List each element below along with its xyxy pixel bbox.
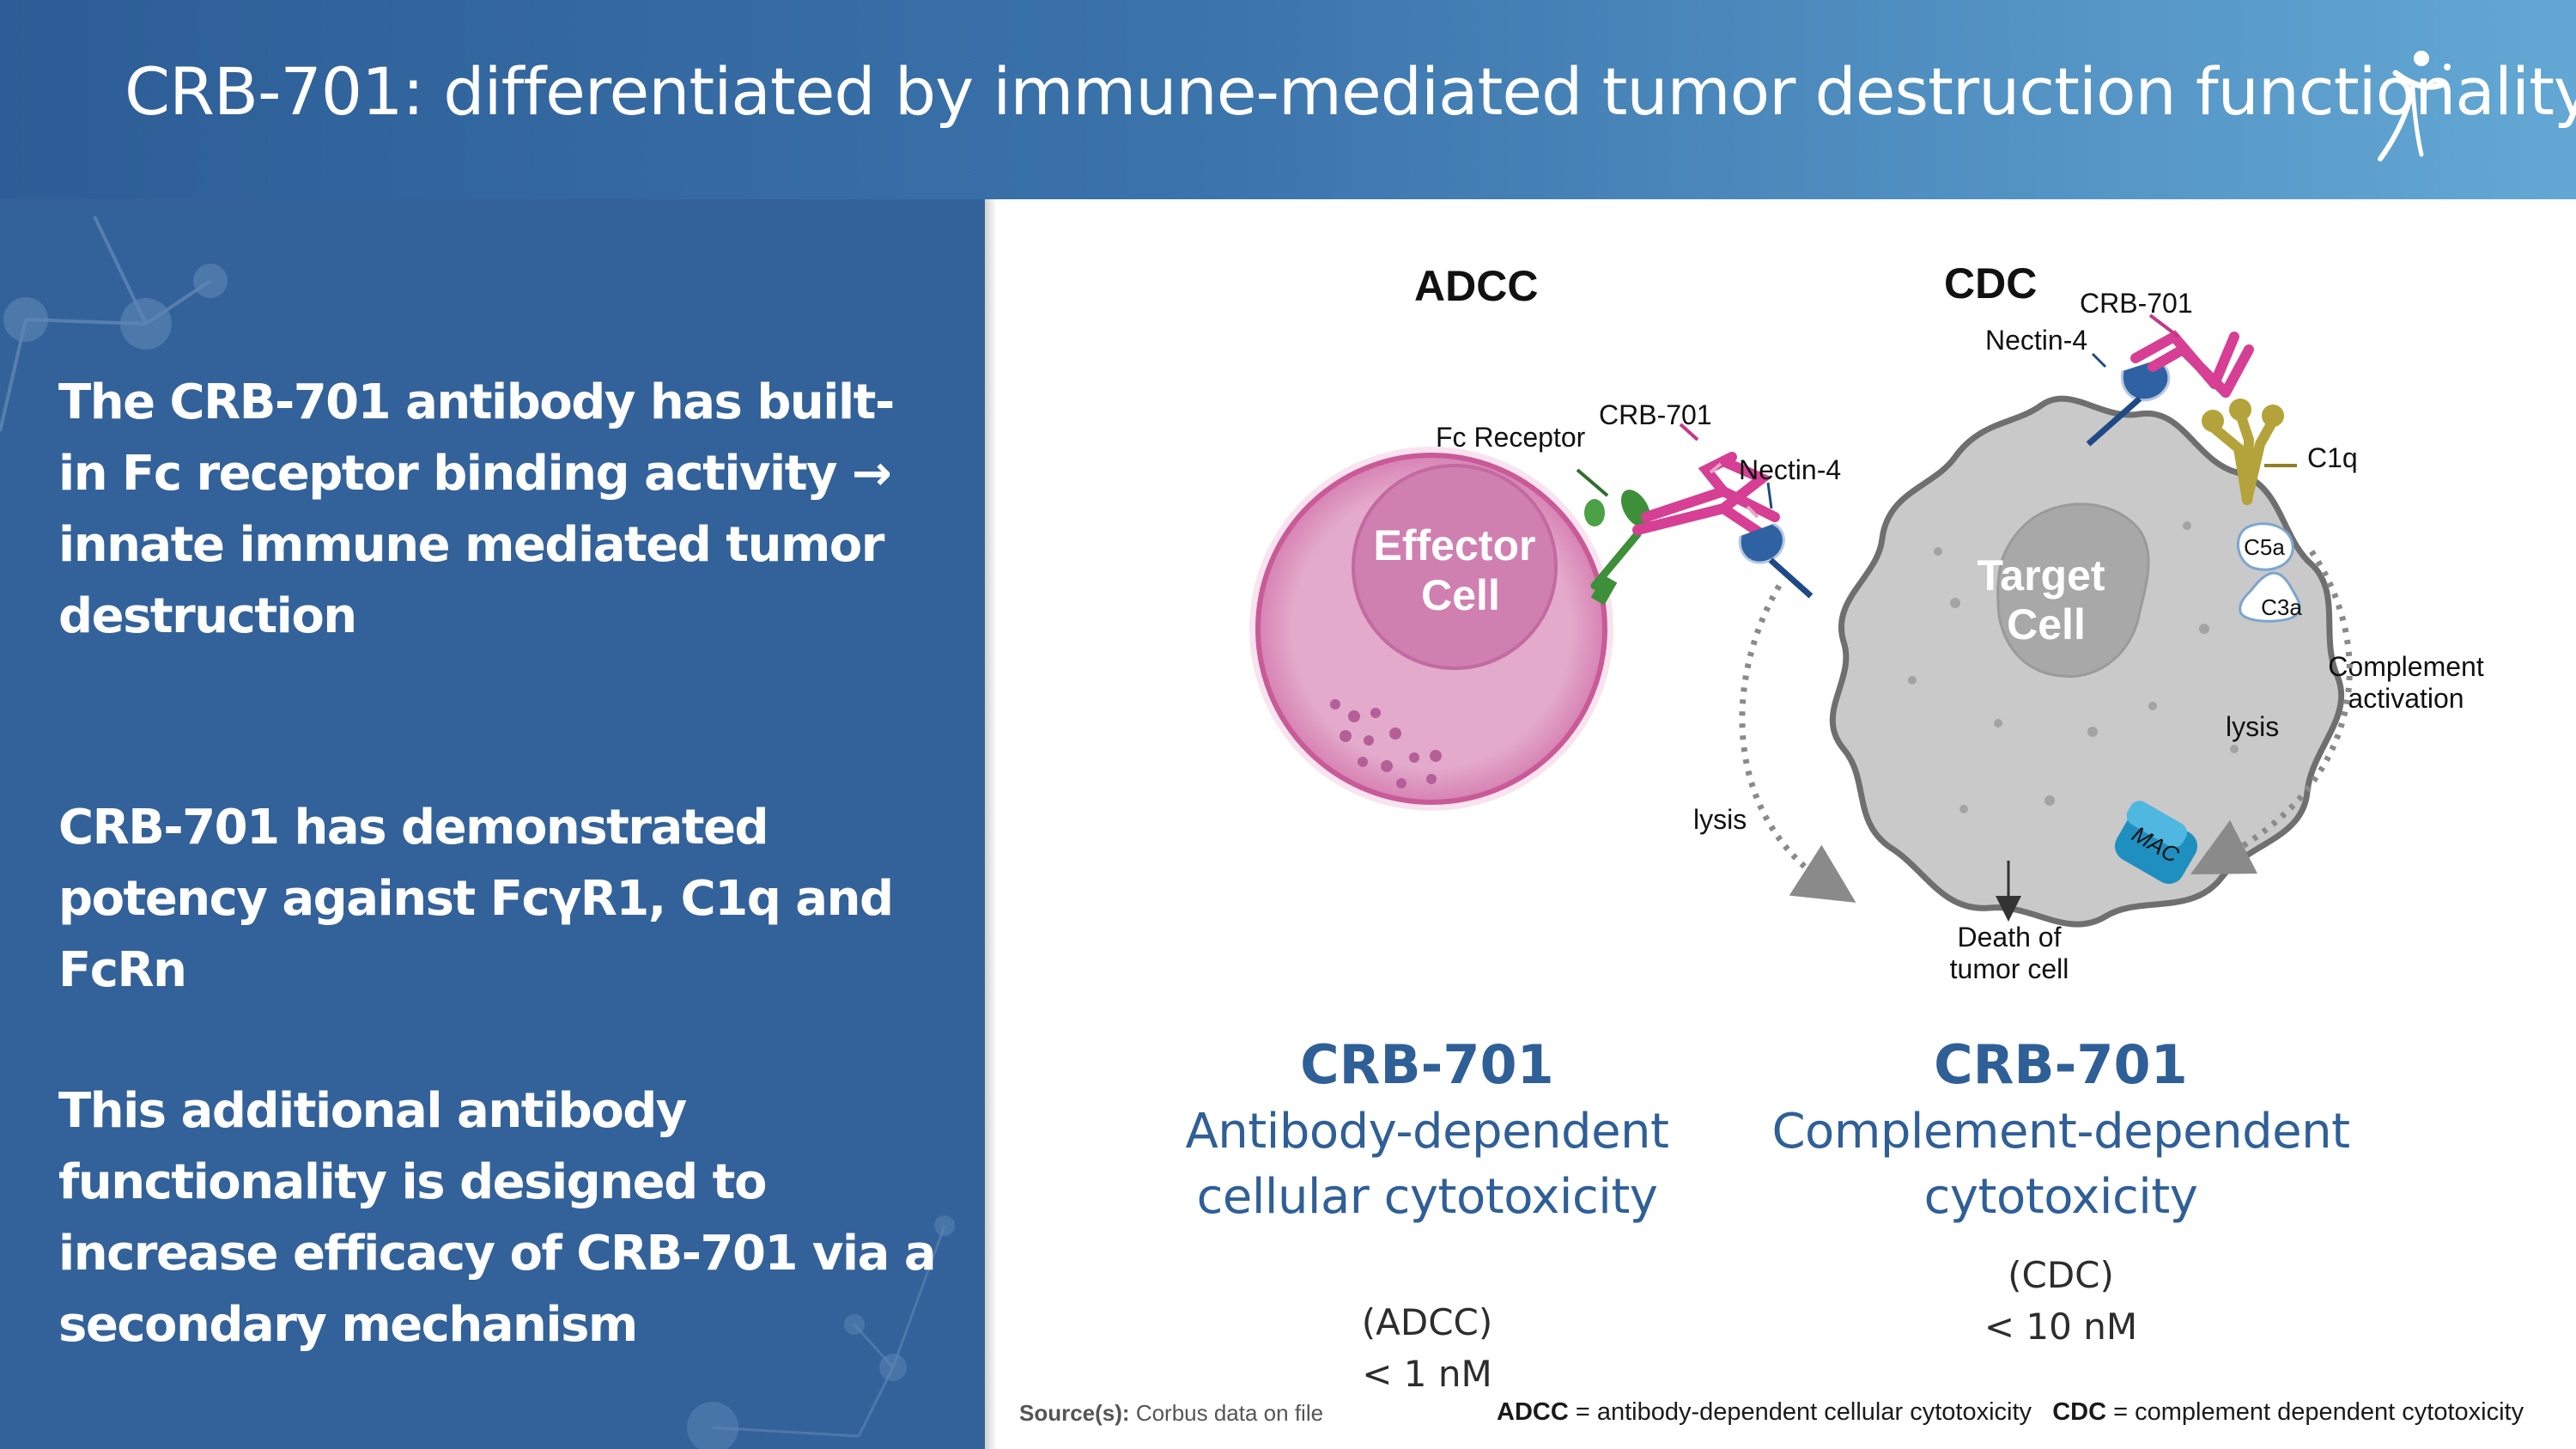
molecule-pattern-icon [0, 216, 955, 1449]
complement-activation-label-1: Complement [2328, 651, 2484, 682]
adcc-value: < 1 nM [1362, 1353, 1492, 1395]
adcc-caption-name: CRB-701 [1300, 1033, 1554, 1096]
adcc-value-block: (ADCC) < 1 nM [1290, 1297, 1564, 1400]
adcc-abbr: (ADCC) [1361, 1301, 1493, 1343]
cdc-caption-desc-1: Complement-dependent [1771, 1104, 2350, 1160]
cdc-value-block: (CDC) < 10 nM [1923, 1250, 2198, 1353]
c1q-label: C1q [2307, 442, 2358, 473]
adcc-caption: CRB-701 Antibody-dependent cellular cyto… [1161, 1031, 1693, 1230]
nectin4-left-icon [1738, 522, 1814, 599]
mac-icon [2114, 801, 2198, 884]
adcc-abbr-term: ADCC [1497, 1398, 1569, 1426]
fc-receptor-icon [1584, 490, 1651, 606]
source-label: Source(s): [1019, 1400, 1130, 1426]
c3a-icon [2239, 571, 2301, 623]
antibody-right-icon [2130, 330, 2254, 398]
effector-cell [1249, 447, 1613, 811]
fc-receptor-label: Fc Receptor [1436, 422, 1586, 453]
mechanism-diagram: ADCC CDC Effector Cell Target Cell [1249, 259, 2484, 984]
cdc-abbr: (CDC) [2008, 1254, 2114, 1296]
cdc-heading: CDC [1944, 259, 2037, 307]
complement-activation-label-2: activation [2348, 683, 2464, 714]
c5a-icon [2237, 522, 2294, 571]
lysis-arrow-left [1739, 584, 1856, 903]
lysis-arrow-right [2190, 550, 2353, 875]
cdc-abbr-term: CDC [2052, 1398, 2107, 1426]
death-label-2: tumor cell [1950, 953, 2069, 984]
target-cell-label-1: Target [1977, 551, 2105, 600]
page-title: CRB-701: differentiated by immune-mediat… [125, 53, 2576, 130]
antibody-left-icon [1632, 452, 1780, 539]
panel-divider-shadow [985, 199, 997, 1449]
bullet-efficacy: This additional antibody functionality i… [58, 1083, 937, 1353]
crb701-left-label: CRB-701 [1599, 399, 1712, 430]
company-logo-icon [2378, 51, 2451, 161]
abbreviations-note: ADCC = antibody-dependent cellular cytot… [1497, 1398, 2524, 1427]
cdc-value: < 10 nM [1984, 1306, 2138, 1348]
granules-icon [1330, 699, 1442, 788]
cdc-caption-desc-2: cytotoxicity [1923, 1169, 2198, 1225]
nectin4-right-label: Nectin-4 [1985, 325, 2087, 356]
c1q-icon [2202, 399, 2284, 505]
header-banner: CRB-701: differentiated by immune-mediat… [0, 0, 2576, 199]
source-text: Corbus data on file [1135, 1400, 1324, 1426]
lysis-left-label: lysis [1693, 804, 1747, 835]
cdc-abbr-def: = complement dependent cytotoxicity [2113, 1398, 2524, 1426]
effector-cell-label-1: Effector [1374, 521, 1536, 569]
source-note: Source(s): Corbus data on file [1019, 1400, 1323, 1427]
cdc-caption-name: CRB-701 [1934, 1033, 2188, 1096]
bullet-fc-receptor: The CRB-701 antibody has built-in Fc rec… [58, 374, 895, 644]
target-cell [1829, 395, 2345, 928]
left-panel: The CRB-701 antibody has built-in Fc rec… [0, 199, 985, 1449]
adcc-caption-desc-2: cellular cytotoxicity [1196, 1169, 1658, 1225]
c3a-label: C3a [2261, 594, 2302, 620]
adcc-heading: ADCC [1414, 262, 1538, 310]
lysis-right-label: lysis [2226, 711, 2279, 742]
cdc-caption: CRB-701 Complement-dependent cytotoxicit… [1760, 1031, 2361, 1230]
crb701-right-label: CRB-701 [2080, 288, 2193, 319]
target-cell-label-2: Cell [2007, 600, 2086, 648]
adcc-caption-desc-1: Antibody-dependent [1185, 1104, 1669, 1160]
bullet-potency: CRB-701 has demonstrated potency against… [58, 800, 894, 998]
nectin4-left-label: Nectin-4 [1739, 454, 1841, 485]
fc-receptor-pointer [1576, 468, 1609, 497]
c5a-label: C5a [2244, 534, 2285, 560]
effector-cell-label-2: Cell [1421, 571, 1500, 619]
adcc-abbr-def: = antibody-dependent cellular cytotoxici… [1575, 1398, 2032, 1426]
death-label-1: Death of [1958, 922, 2062, 953]
